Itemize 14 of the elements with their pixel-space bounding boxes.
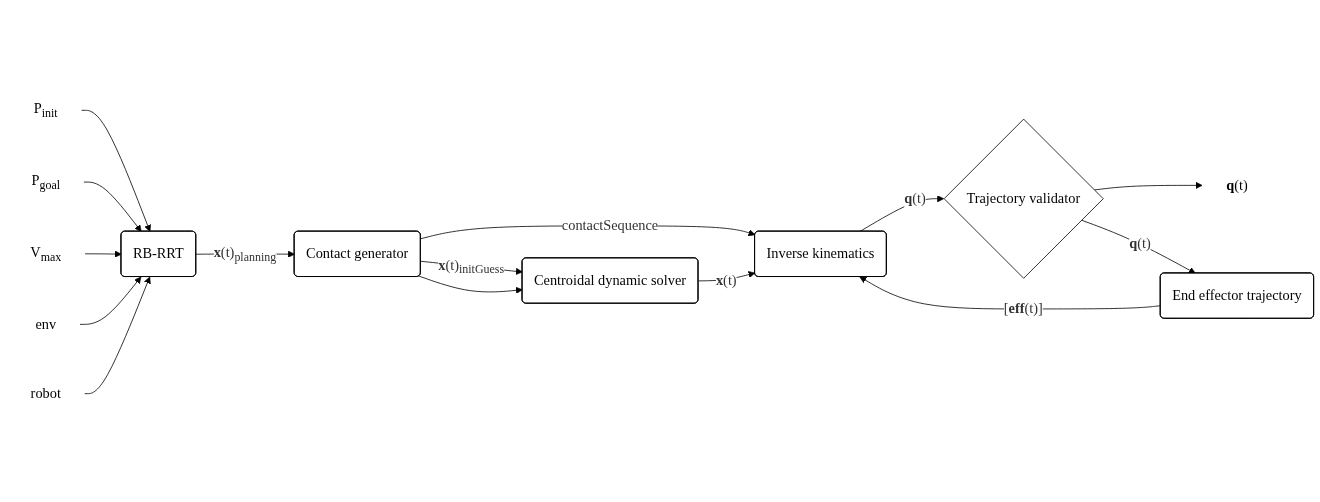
edge-label: q(t) (1129, 234, 1151, 251)
edge-label: x(t)$_{planning}$ (213, 243, 277, 263)
node-text: P$_{init}$ (33, 100, 58, 120)
node-text: q(t) (1226, 176, 1248, 193)
edge-label: [eff(t)] (1003, 300, 1043, 317)
node-text: P$_{goal}$ (31, 172, 61, 191)
node-diamond: Trajectory validator (943, 118, 1104, 279)
edge-label: q(t) (904, 189, 926, 206)
node-text: env (35, 315, 57, 332)
edge-label: contactSequence (561, 217, 659, 234)
edge-label: x(t) (715, 271, 737, 288)
node-text: V$_{max}$ (30, 243, 62, 263)
edge-label: x(t)$_{initGuess}$ (438, 256, 505, 276)
node-text: robot (30, 384, 61, 401)
